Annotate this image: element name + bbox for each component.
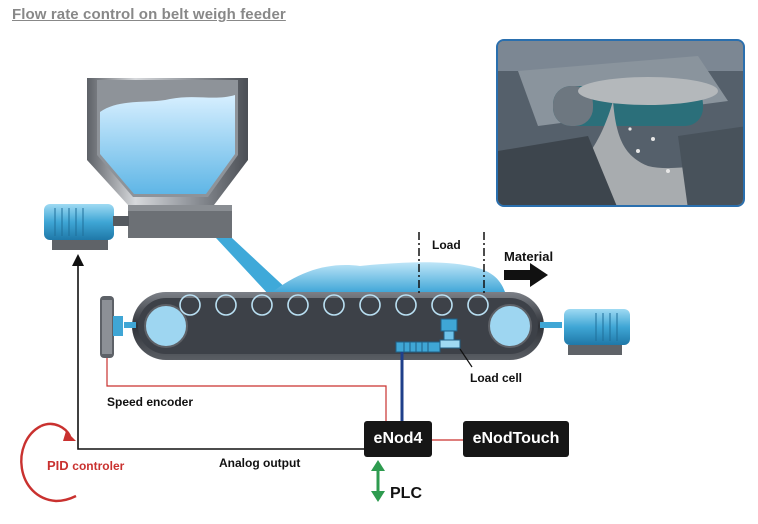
pid-label: PID	[47, 458, 69, 473]
load-cell-label: Load cell	[470, 371, 523, 385]
plc-label: PLC	[390, 485, 422, 502]
material-chute-flow	[216, 238, 290, 296]
belt-conveyor	[124, 292, 562, 360]
material-label: Material	[504, 249, 554, 264]
hopper	[87, 78, 248, 238]
controler-label: controler	[72, 459, 125, 473]
material-direction-arrow-icon	[504, 263, 548, 287]
load-cell	[395, 318, 473, 368]
pid-controller-label: PID controler	[47, 458, 124, 473]
analog-output-line	[77, 262, 364, 450]
page-title: Flow rate control on belt weigh feeder	[12, 6, 286, 23]
belt-feeder-photo	[496, 39, 745, 207]
plc-double-arrow-icon	[371, 460, 385, 502]
speed-encoder-wire	[106, 358, 387, 421]
analog-output-arrow-icon	[72, 254, 84, 266]
pid-loop-arrow-icon	[20, 424, 77, 503]
speed-encoder-label: Speed encoder	[107, 395, 194, 409]
enodtouch-box: eNodTouch	[463, 421, 569, 457]
feeder-motor-left	[44, 204, 129, 250]
speed-encoder	[100, 296, 123, 358]
belt-motor-right	[564, 309, 630, 355]
material-on-belt	[270, 262, 505, 294]
analog-output-label: Analog output	[219, 456, 301, 470]
enod4-box: eNod4	[364, 421, 432, 457]
load-label: Load	[432, 238, 461, 252]
